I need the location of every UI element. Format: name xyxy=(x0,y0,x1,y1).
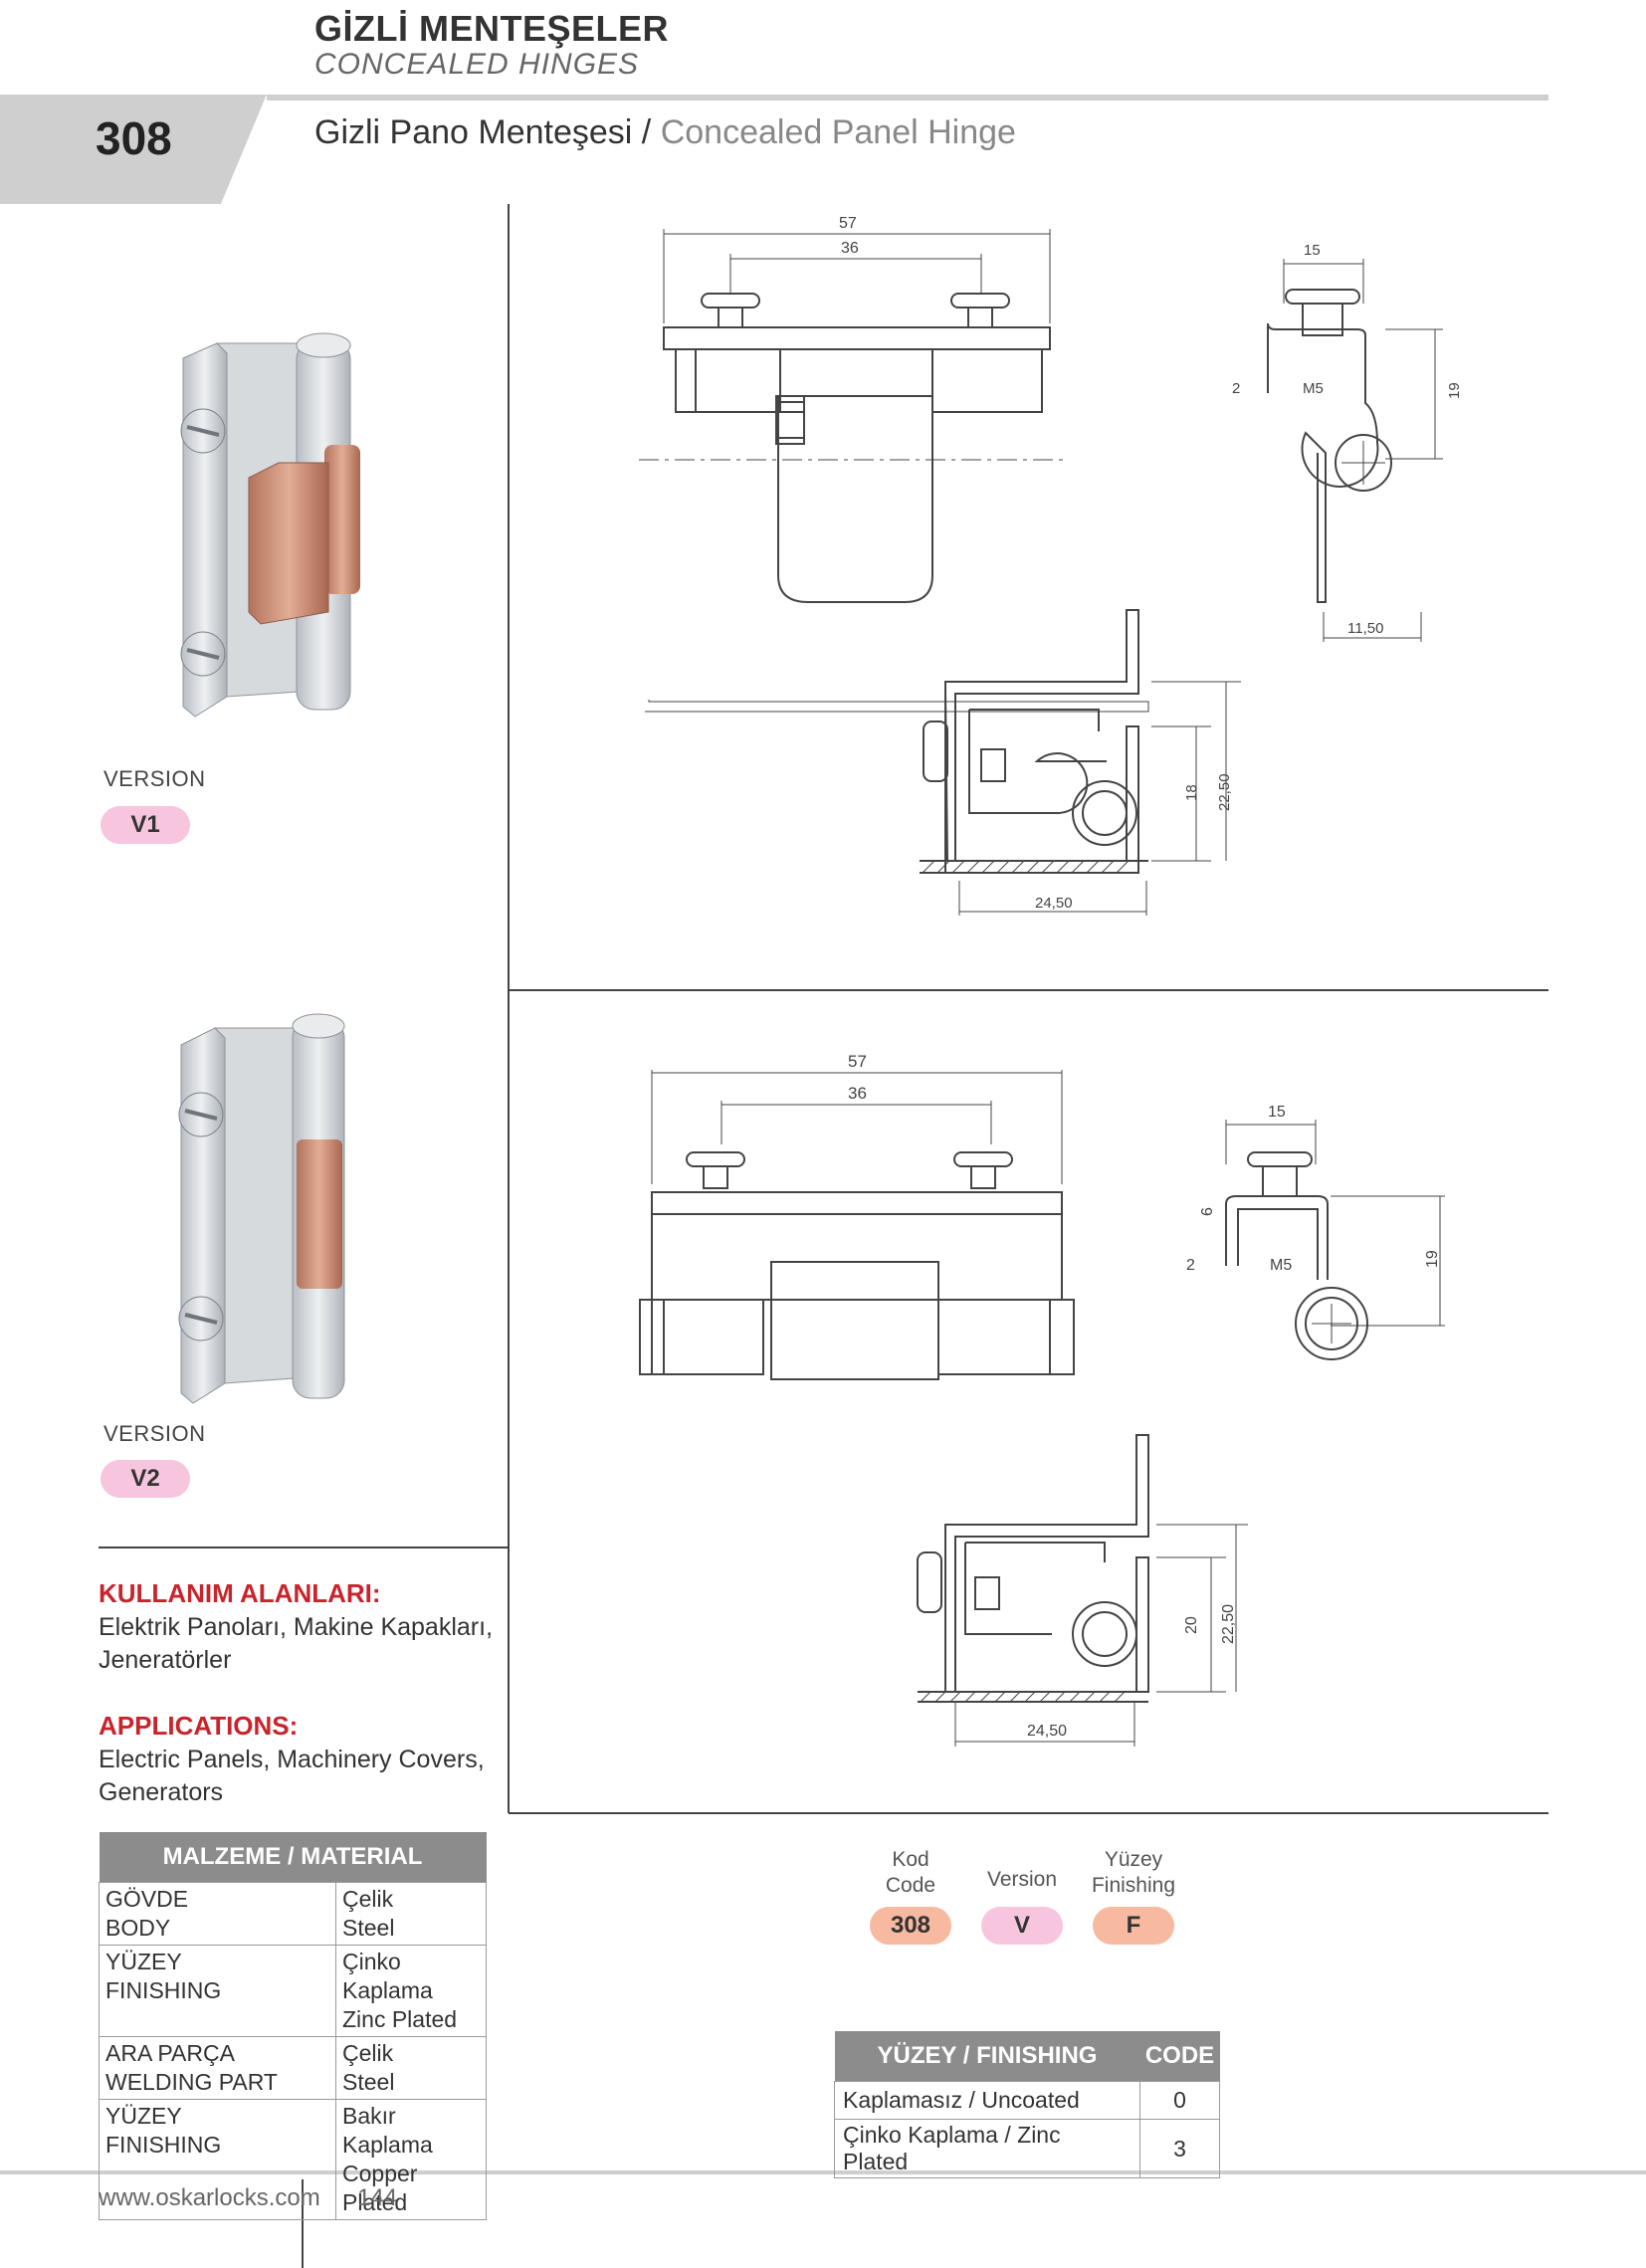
dim-v2-side-gap: 6 xyxy=(1199,1207,1216,1216)
dim-v2-section-depth: 24,50 xyxy=(1027,1723,1067,1740)
hinge-v1-image xyxy=(180,332,360,718)
product-title-tr: Gizli Pano Menteşesi / xyxy=(314,113,661,151)
finishing-code: 3 xyxy=(1139,2119,1220,2178)
dim-v2-section-inner: 20 xyxy=(1183,1616,1200,1634)
dim-v1-side-thickness: 2 xyxy=(1232,380,1240,397)
version-label-v2: VERSION xyxy=(103,1421,206,1446)
dim-v2-front-pitch: 36 xyxy=(848,1084,867,1103)
material-part: YÜZEY xyxy=(105,1949,182,1974)
dim-v1-section-depth: 24,50 xyxy=(1035,895,1073,912)
product-title: Gizli Pano Menteşesi / Concealed Panel H… xyxy=(314,113,1016,152)
version-badge-v1: V1 xyxy=(101,806,190,844)
table-row: Çinko Kaplama / Zinc Plated 3 xyxy=(834,2119,1220,2178)
dim-v2-side-height: 19 xyxy=(1424,1250,1441,1268)
technical-drawing-v1: 57 36 15 2 M5 19 11,50 xyxy=(639,215,1463,916)
website-link[interactable]: www.oskarlocks.com xyxy=(99,2184,320,2211)
dim-v1-side-offset: 11,50 xyxy=(1347,620,1383,637)
material-value-en: Copper Plated xyxy=(342,2161,418,2215)
section-title-en: CONCEALED HINGES xyxy=(314,48,640,81)
material-part: GÖVDE xyxy=(105,1886,189,1912)
dim-v2-side-thread: M5 xyxy=(1270,1257,1292,1274)
material-value-en: Steel xyxy=(342,2069,395,2095)
dim-v2-side-width: 15 xyxy=(1268,1104,1286,1121)
code-label-finishing: Yüzey Finishing xyxy=(1079,1847,1188,1899)
material-value-en: Steel xyxy=(342,1915,395,1941)
dim-v2-side-thickness: 2 xyxy=(1186,1257,1195,1274)
code-pill-version: V xyxy=(981,1907,1063,1945)
version-badge-v2: V2 xyxy=(101,1460,190,1498)
code-label-line: Kod xyxy=(892,1848,929,1871)
product-title-en: Concealed Panel Hinge xyxy=(660,113,1016,151)
page-number: 144 xyxy=(357,2184,398,2211)
code-label-line: Yüzey xyxy=(1104,1848,1163,1871)
applications-title-en: APPLICATIONS: xyxy=(99,1711,299,1741)
technical-drawing-v2: 57 36 15 6 2 M5 19 20 xyxy=(639,1052,1445,1747)
material-value: Bakır Kaplama xyxy=(342,2103,433,2158)
material-part: ARA PARÇA xyxy=(105,2040,235,2066)
finishing-name: Çinko Kaplama / Zinc Plated xyxy=(834,2119,1140,2178)
material-value-en: Zinc Plated xyxy=(342,2006,458,2032)
material-part-en: FINISHING xyxy=(105,1977,222,2003)
finishing-code-header: CODE xyxy=(1139,2031,1220,2082)
material-value: Çinko Kaplama xyxy=(342,1949,433,2003)
finishing-code: 0 xyxy=(1139,2081,1220,2120)
dim-v2-front-overall: 57 xyxy=(848,1052,867,1071)
material-part-en: WELDING PART xyxy=(105,2069,278,2095)
hinge-v2-image xyxy=(178,1013,345,1404)
table-row: Kaplamasız / Uncoated 0 xyxy=(834,2081,1220,2120)
footer: www.oskarlocks.com 144 xyxy=(99,2184,397,2212)
dim-v1-side-thread: M5 xyxy=(1303,380,1324,397)
applications-text-en: Electric Panels, Machinery Covers, Gener… xyxy=(99,1746,485,1806)
code-pill-finishing: F xyxy=(1093,1907,1174,1945)
material-part: YÜZEY xyxy=(105,2103,182,2129)
code-label-line: Version xyxy=(986,1868,1058,1891)
finishing-name: Kaplamasız / Uncoated xyxy=(834,2081,1140,2120)
dim-v1-section-inner: 18 xyxy=(1183,784,1200,801)
code-label-kod: Kod Code xyxy=(856,1847,965,1899)
dim-v1-section-outer: 22,50 xyxy=(1216,773,1233,811)
applications-text-tr: Elektrik Panoları, Makine Kapakları, Jen… xyxy=(99,1613,494,1674)
material-value: Çelik xyxy=(342,2040,394,2066)
material-table-header: MALZEME / MATERIAL xyxy=(99,1832,487,1883)
code-label-line: Code xyxy=(885,1874,936,1897)
material-part-en: FINISHING xyxy=(105,2132,222,2158)
dim-v1-side-width: 15 xyxy=(1304,242,1321,259)
dim-v1-front-pitch: 36 xyxy=(841,240,859,257)
material-value: Çelik xyxy=(342,1886,394,1912)
material-part-en: BODY xyxy=(105,1915,171,1941)
dim-v2-section-outer: 22,50 xyxy=(1220,1604,1237,1644)
applications-title-tr: KULLANIM ALANLARI: xyxy=(99,1578,381,1608)
finishing-table-header: YÜZEY / FINISHING xyxy=(834,2031,1140,2082)
product-number: 308 xyxy=(96,112,172,164)
code-pill-kod: 308 xyxy=(870,1907,951,1945)
code-label-version: Version xyxy=(967,1867,1077,1893)
section-title-tr: GİZLİ MENTEŞELER xyxy=(314,8,670,49)
dim-v1-side-height: 19 xyxy=(1446,382,1463,399)
header-band xyxy=(0,95,1548,204)
dim-v1-front-overall: 57 xyxy=(839,215,857,232)
code-label-line: Finishing xyxy=(1091,1874,1176,1897)
version-label-v1: VERSION xyxy=(103,766,206,791)
finishing-table: YÜZEY / FINISHING CODE Kaplamasız / Unco… xyxy=(834,2031,1220,2178)
